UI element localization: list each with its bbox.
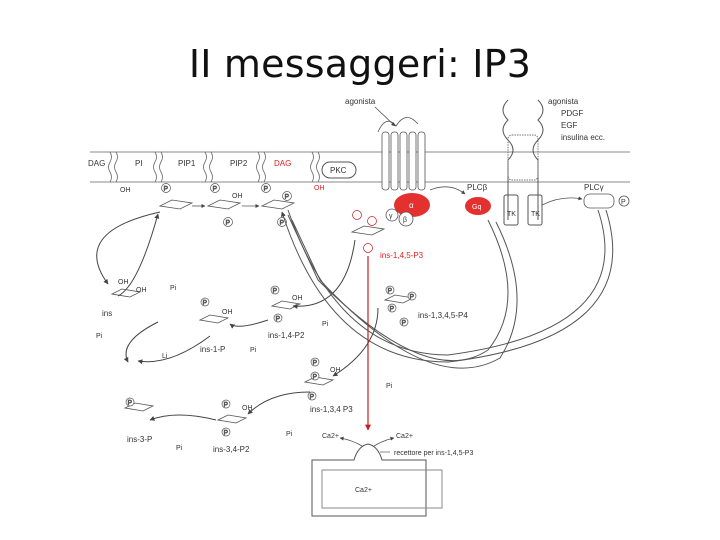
pathway-arrows [96, 211, 379, 421]
oh-label: OH [314, 185, 325, 192]
membrane-lipid-tails [108, 151, 320, 183]
plc-gamma-label: PLCγ [584, 183, 604, 192]
oh-label: OH [330, 367, 341, 374]
phosphate-label: P [313, 374, 317, 381]
pi-label: Pi [176, 445, 183, 452]
ins1345-label: ins-1,3,4,5-P4 [418, 311, 468, 320]
ip3-receptor-label: recettore per ins-1,4,5-P3 [394, 450, 473, 457]
lipid-pip2-label: PIP2 [230, 159, 248, 168]
activation-arrows [280, 209, 614, 369]
phosphate-label: P [276, 316, 280, 323]
rtk-ligand-pdgf: PDGF [561, 109, 583, 118]
phosphate-label: P [402, 320, 406, 327]
oh-label: OH [136, 287, 147, 294]
g-gamma-label: γ [389, 213, 393, 220]
phosphate-label: P [313, 360, 317, 367]
slide-title: II messaggeri: IP3 [188, 42, 532, 86]
ins134-label: ins-1,3,4 P3 [310, 405, 353, 414]
phosphate-label: P [390, 306, 394, 313]
phosphate-label: P [388, 288, 392, 295]
ins145-label: ins-1,4,5-P3 [380, 251, 424, 260]
gpcr-agonist-label: agonista [345, 97, 376, 106]
g-alpha-label: α [409, 201, 414, 210]
ca-inside-label: Ca2+ [355, 487, 372, 494]
ins34-label: ins-3,4-P2 [213, 445, 250, 454]
phosphate-label: P [410, 294, 414, 301]
pi-label: Pi [250, 347, 257, 354]
gpcr-receptor [377, 117, 426, 191]
lipid-pip1-label: PIP1 [178, 159, 196, 168]
phosphate-label: P [203, 300, 207, 307]
plc-beta-label: PLCβ [467, 183, 488, 192]
oh-label: OH [118, 279, 129, 286]
pi-label: Pi [322, 321, 329, 328]
phosphate-label: P [224, 430, 228, 437]
phosphate-label: P [273, 288, 277, 295]
pi-label: Pi [170, 285, 177, 292]
ip3-molecule [350, 210, 386, 253]
tk-label: TK [531, 211, 540, 218]
rtk-ligand-insulin: insulina ecc. [561, 133, 605, 142]
pi-label: Pi [286, 431, 293, 438]
ins-label: ins [102, 309, 112, 318]
phosphate-label: P [164, 186, 168, 193]
ca-left-label: Ca2+ [322, 433, 339, 440]
ca-right-label: Ca2+ [396, 433, 413, 440]
plasma-membrane [90, 151, 630, 183]
phosphate-label: P [280, 220, 284, 227]
plc-beta-enzyme: PLCβ Gq [465, 183, 491, 215]
oh-label: OH [222, 309, 233, 316]
gq-protein: α γ β [385, 193, 430, 227]
pi-label: Pi [386, 383, 393, 390]
phosphate-label: P [128, 400, 132, 407]
rtk-agonist-label: agonista [548, 97, 579, 106]
ins14-label: ins-1,4-P2 [268, 331, 305, 340]
phosphate-label: P [310, 394, 314, 401]
inositol-ring [158, 199, 296, 210]
li-label: Li [162, 353, 168, 360]
phosphate-label: P [213, 186, 217, 193]
phosphate-label: P [226, 220, 230, 227]
pkc-enzyme: PKC [321, 161, 357, 179]
rtk-receptor [502, 99, 544, 226]
pkc-label: PKC [330, 166, 347, 175]
phosphate-label: P [621, 199, 626, 206]
rtk-ligand-egf: EGF [561, 121, 578, 130]
pi-label: Pi [96, 333, 103, 340]
gq-label: Gq [472, 204, 481, 211]
lipid-dag-label: DAG [88, 159, 105, 168]
lipid-dag-red-label: DAG [274, 159, 291, 168]
oh-label: OH [242, 405, 253, 412]
ins3-label: ins-3-P [127, 435, 152, 444]
endoplasmic-reticulum [311, 443, 443, 517]
phosphate-label: P [264, 186, 268, 193]
oh-label: OH [232, 193, 243, 200]
tk-label: TK [507, 211, 516, 218]
phosphate-label: P [224, 402, 228, 409]
oh-label: OH [120, 187, 131, 194]
oh-label: OH [292, 295, 303, 302]
phosphate-label: P [285, 194, 289, 201]
ins1-label: ins-1-P [200, 345, 225, 354]
phosphate-group: P P P P P P [161, 183, 292, 227]
g-beta-label: β [403, 217, 407, 224]
lipid-pi-label: PI [135, 159, 143, 168]
plc-gamma-enzyme: PLCγ P [583, 183, 630, 209]
